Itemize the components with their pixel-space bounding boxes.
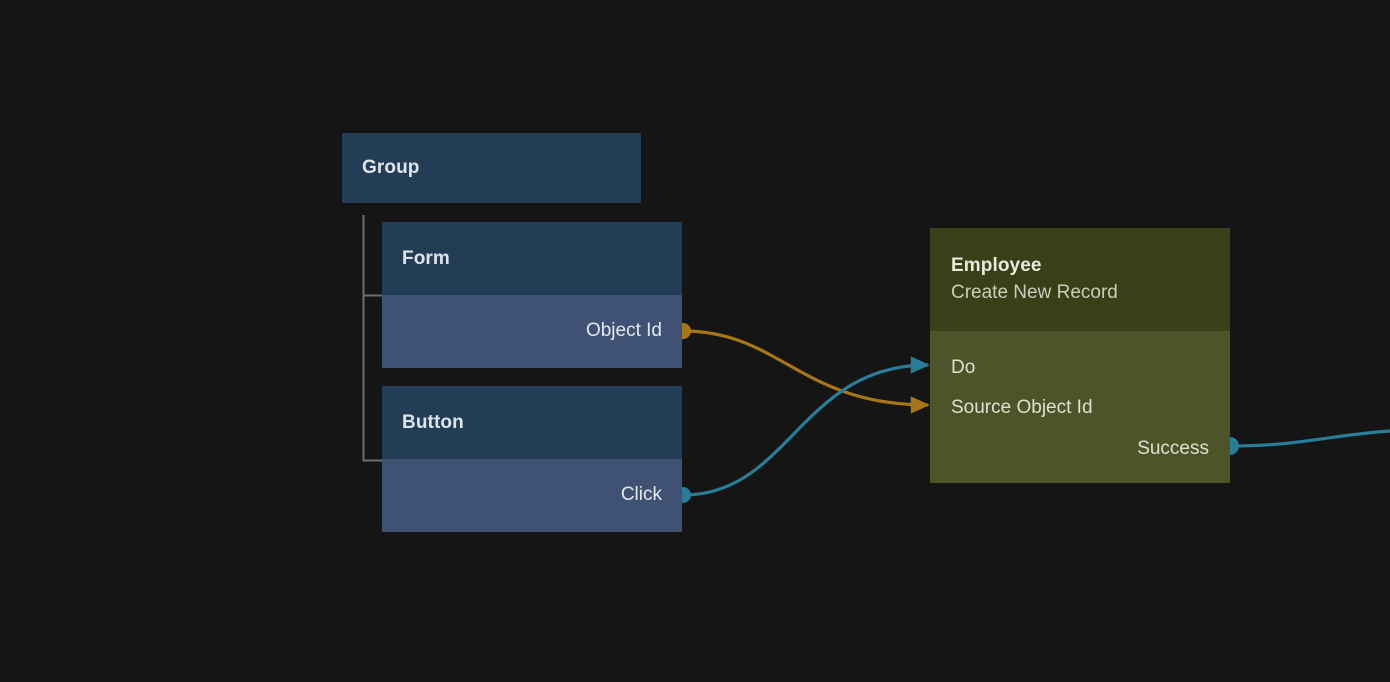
wire-object-id-to-source-object-id[interactable] bbox=[682, 329, 930, 414]
node-form-title: Form bbox=[402, 247, 450, 269]
node-employee-body: Do Source Object Id Success bbox=[930, 331, 1230, 483]
port-input-source-object-id-label: Source Object Id bbox=[951, 397, 1093, 418]
port-output-click-label: Click bbox=[620, 484, 662, 505]
node-group[interactable]: Group bbox=[342, 133, 641, 203]
node-button-body: Click bbox=[382, 459, 682, 532]
wire-click-to-do[interactable] bbox=[682, 356, 930, 497]
port-input-do[interactable]: Do bbox=[951, 356, 975, 380]
node-button[interactable]: Button Click bbox=[382, 386, 682, 532]
port-input-source-object-id[interactable]: Source Object Id bbox=[951, 396, 1093, 420]
node-form[interactable]: Form Object Id bbox=[382, 222, 682, 368]
node-employee[interactable]: Employee Create New Record Do Source Obj… bbox=[930, 228, 1230, 483]
port-output-success[interactable]: Success bbox=[1137, 437, 1209, 461]
node-group-title: Group bbox=[362, 157, 420, 178]
wire-success-outgoing[interactable] bbox=[1229, 429, 1390, 448]
node-form-header[interactable]: Form bbox=[382, 222, 682, 295]
port-input-do-label: Do bbox=[951, 357, 976, 378]
node-employee-title: Employee bbox=[951, 255, 1042, 276]
node-employee-header[interactable]: Employee Create New Record bbox=[930, 228, 1230, 331]
node-group-header[interactable]: Group bbox=[342, 133, 641, 203]
port-output-object-id[interactable]: Object Id bbox=[586, 318, 662, 344]
port-output-click[interactable]: Click bbox=[621, 482, 662, 508]
port-output-object-id-label: Object Id bbox=[585, 320, 662, 341]
node-button-title: Button bbox=[402, 411, 464, 433]
port-output-success-label: Success bbox=[1137, 438, 1209, 459]
node-button-header[interactable]: Button bbox=[382, 386, 682, 459]
node-employee-subtitle: Create New Record bbox=[951, 282, 1118, 303]
node-form-body: Object Id bbox=[382, 295, 682, 368]
